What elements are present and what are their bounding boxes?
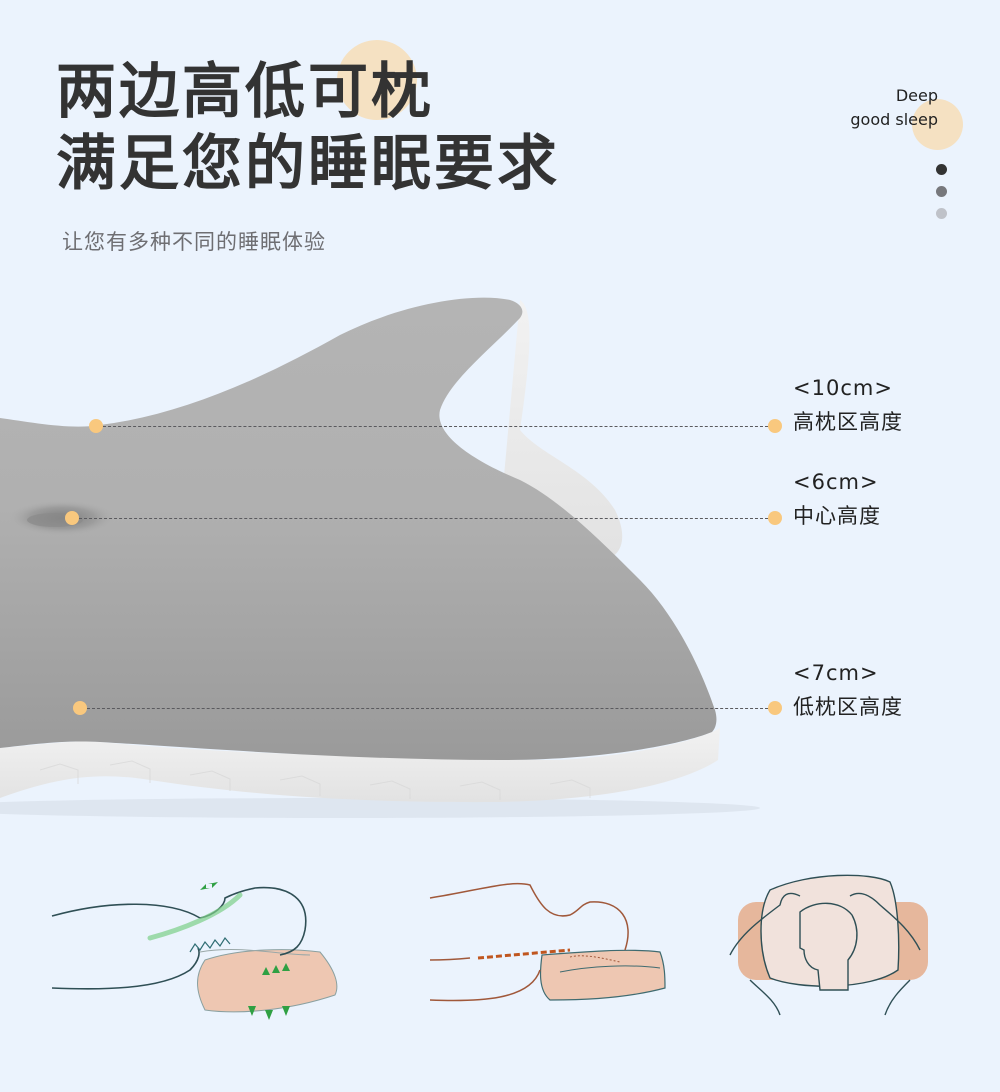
callout-value: <6cm> [793,470,879,494]
marker-center-start [65,511,79,525]
headline: 两边高低可枕 满足您的睡眠要求 [56,56,560,200]
callout-center: <6cm> 中心高度 [793,465,881,533]
illustration-side-sleeping [420,860,680,1024]
headline-line-2: 满足您的睡眠要求 [56,129,560,199]
pillow-illustration-icon [0,297,760,818]
callout-value: <7cm> [793,661,879,685]
marker-low-zone-start [73,701,87,715]
indicator-dot-1 [936,164,947,175]
callout-value: <10cm> [793,376,893,400]
marker-high-zone-start [89,419,103,433]
marker-high-zone-end [768,419,782,433]
callout-low-zone: <7cm> 低枕区高度 [793,656,903,724]
page-indicator-dots [936,164,947,230]
dashed-line-high-zone [103,426,773,427]
decorative-circle [337,40,417,120]
dashed-line-center [79,518,773,519]
brand-line-2: good sleep [850,110,938,129]
pillow-product-image [0,290,760,820]
brand-line-1: Deep [895,86,938,105]
headline-line-1: 两边高低可枕 [56,57,434,127]
marker-low-zone-end [768,701,782,715]
brand-decorative-circle [912,99,963,150]
indicator-dot-3 [936,208,947,219]
marker-center-end [768,511,782,525]
dashed-line-low-zone [87,708,773,709]
callout-name: 中心高度 [793,504,881,528]
callout-high-zone: <10cm> 高枕区高度 [793,371,903,439]
illustration-top-view [720,860,940,1034]
illustration-back-sleeping [40,860,360,1034]
callout-name: 低枕区高度 [793,695,903,719]
indicator-dot-2 [936,186,947,197]
top-view-sleeping-arms-up-icon [729,874,928,1016]
callout-name: 高枕区高度 [793,410,903,434]
subtitle: 让您有多种不同的睡眠体验 [62,230,326,254]
brand-tagline: Deep good sleep [850,84,938,132]
side-sleeping-spine-alignment-icon [429,882,666,1002]
back-sleeping-neck-support-icon [51,882,338,1020]
